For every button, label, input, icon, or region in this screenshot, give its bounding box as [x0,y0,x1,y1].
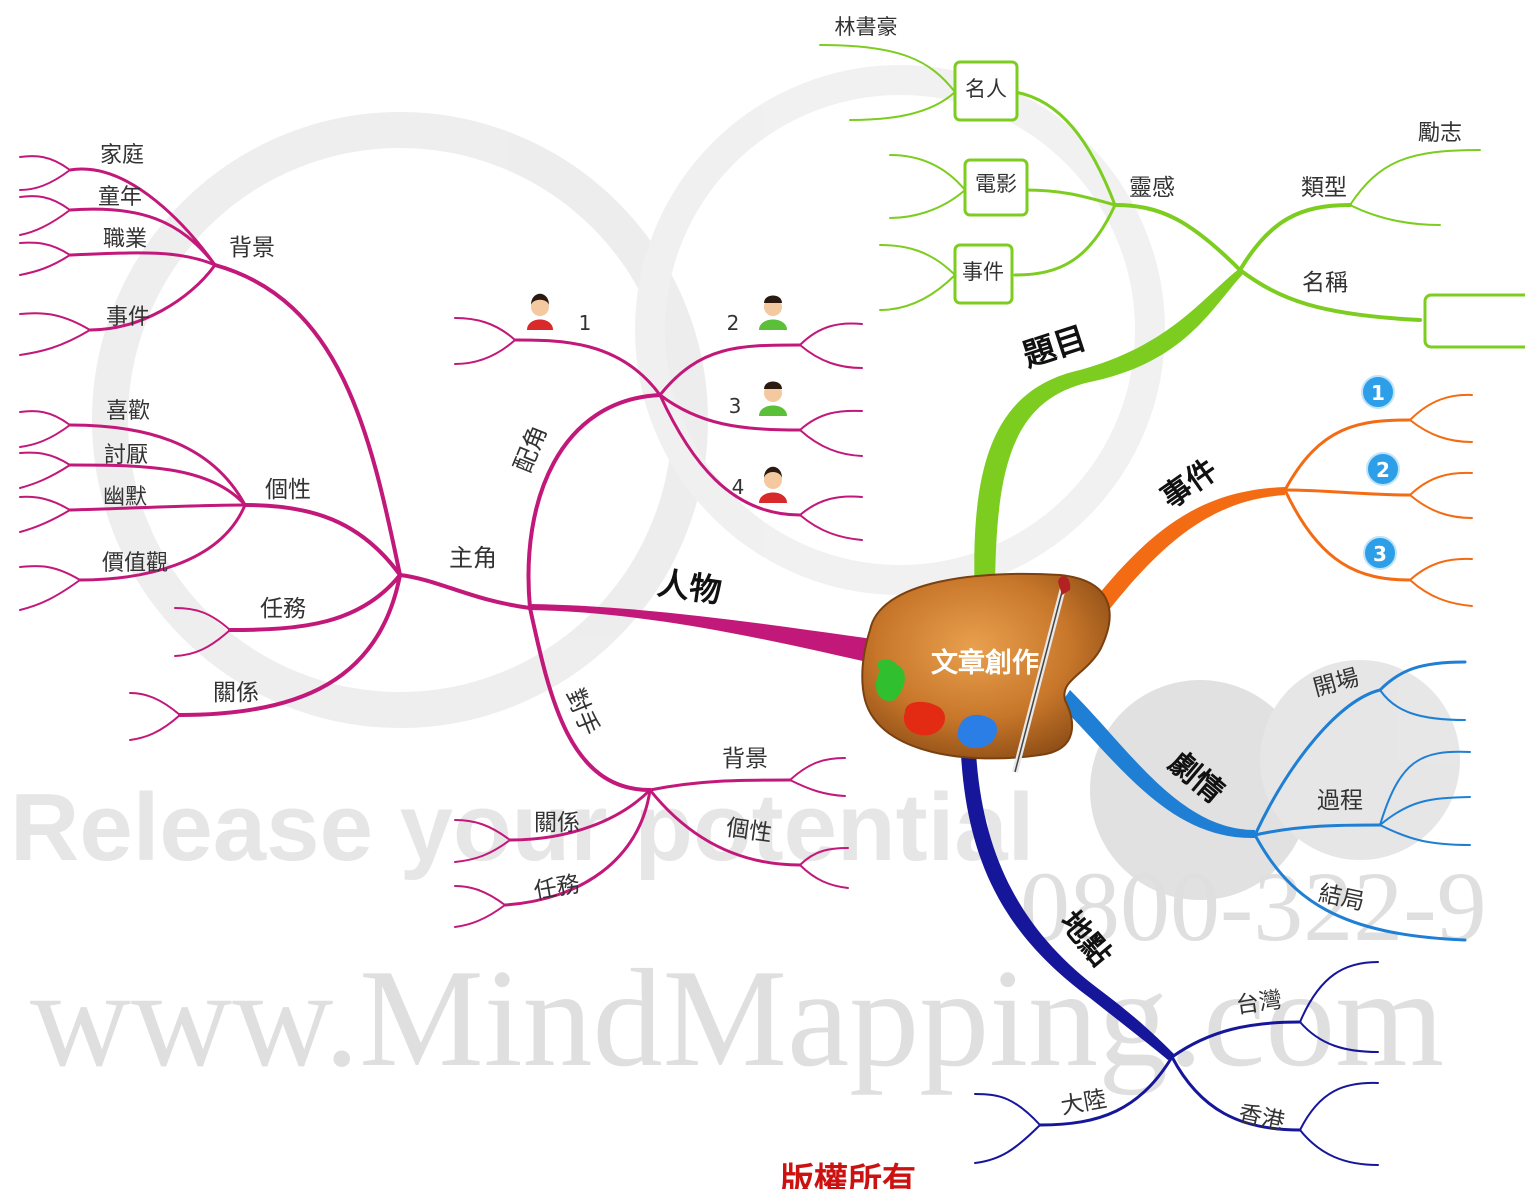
center-node[interactable]: 文章創作 [861,572,1111,773]
number-badge: 2 [1366,452,1400,486]
copyright-notice: 版權所有 [780,1161,916,1189]
supporting-number-4: 4 [732,475,745,499]
leaf-hongkong[interactable]: 香港 [1236,1101,1286,1136]
watermark-slogan: Release your potential [10,774,1034,881]
center-label: 文章創作 [931,647,1039,679]
watermark: Release your potential 0800-322-9 www.Mi… [10,65,1487,1096]
leaf-rival-background[interactable]: 背景 [722,746,768,772]
branch-label-characters[interactable]: 人物 [655,564,724,611]
watermark-phone: 0800-322-9 [1020,851,1487,962]
leaf-inspirational[interactable]: 勵志 [1418,121,1462,146]
number-badge: 3 [1363,536,1397,570]
leaf-bg-event[interactable]: 事件 [106,305,150,330]
supporting-number-1: 1 [579,311,592,335]
leaf-taiwan[interactable]: 台灣 [1234,987,1283,1019]
red-paint-blob [903,701,946,736]
leaf-dislikes[interactable]: 討厭 [104,443,148,468]
branch-location [960,720,1379,1166]
leaf-famous-example[interactable]: 林書豪 [835,15,898,39]
node-inspiration-famous[interactable]: 名人 [965,77,1007,101]
node-supporting[interactable]: 配角 [509,422,553,477]
node-protagonist-mission[interactable]: 任務 [260,596,306,622]
node-inspiration[interactable]: 靈感 [1129,175,1175,201]
node-name[interactable]: 名稱 [1302,270,1348,296]
avatar [527,293,553,330]
supporting-number-3: 3 [729,394,742,418]
number-badge: 1 [1361,375,1395,409]
branch-characters [19,155,880,928]
avatar [759,381,787,416]
blue-paint-blob [957,714,998,749]
node-protagonist[interactable]: 主角 [449,544,497,572]
leaf-likes[interactable]: 喜歡 [106,399,150,424]
leaf-childhood[interactable]: 童年 [98,185,142,210]
branch-topic [819,44,1525,600]
node-protagonist-personality[interactable]: 個性 [265,477,311,503]
leaf-process[interactable]: 過程 [1317,788,1363,814]
node-inspiration-event[interactable]: 事件 [962,260,1004,284]
avatar [759,466,787,503]
branch-plot [1060,660,1471,942]
node-protagonist-background[interactable]: 背景 [229,235,275,261]
leaf-family[interactable]: 家庭 [100,143,144,168]
watermark-url: www.MindMapping.com [30,941,1444,1096]
node-type[interactable]: 類型 [1301,175,1347,201]
branch-event [1090,393,1473,615]
avatar [759,295,787,330]
svg-text:3: 3 [1373,542,1387,566]
green-paint-blob [875,659,905,701]
svg-text:1: 1 [1371,381,1385,405]
leaf-occupation[interactable]: 職業 [103,227,147,252]
node-inspiration-movie[interactable]: 電影 [975,172,1017,196]
branch-label-topic[interactable]: 題目 [1018,319,1091,375]
svg-text:2: 2 [1376,458,1390,482]
supporting-number-2: 2 [727,311,740,335]
leaf-rival-relationship[interactable]: 關係 [534,810,580,836]
leaf-rival-personality[interactable]: 個性 [724,815,773,847]
node-protagonist-relationship[interactable]: 關係 [213,680,259,706]
leaf-humor[interactable]: 幽默 [103,485,147,510]
leaf-values[interactable]: 價值觀 [102,551,168,576]
